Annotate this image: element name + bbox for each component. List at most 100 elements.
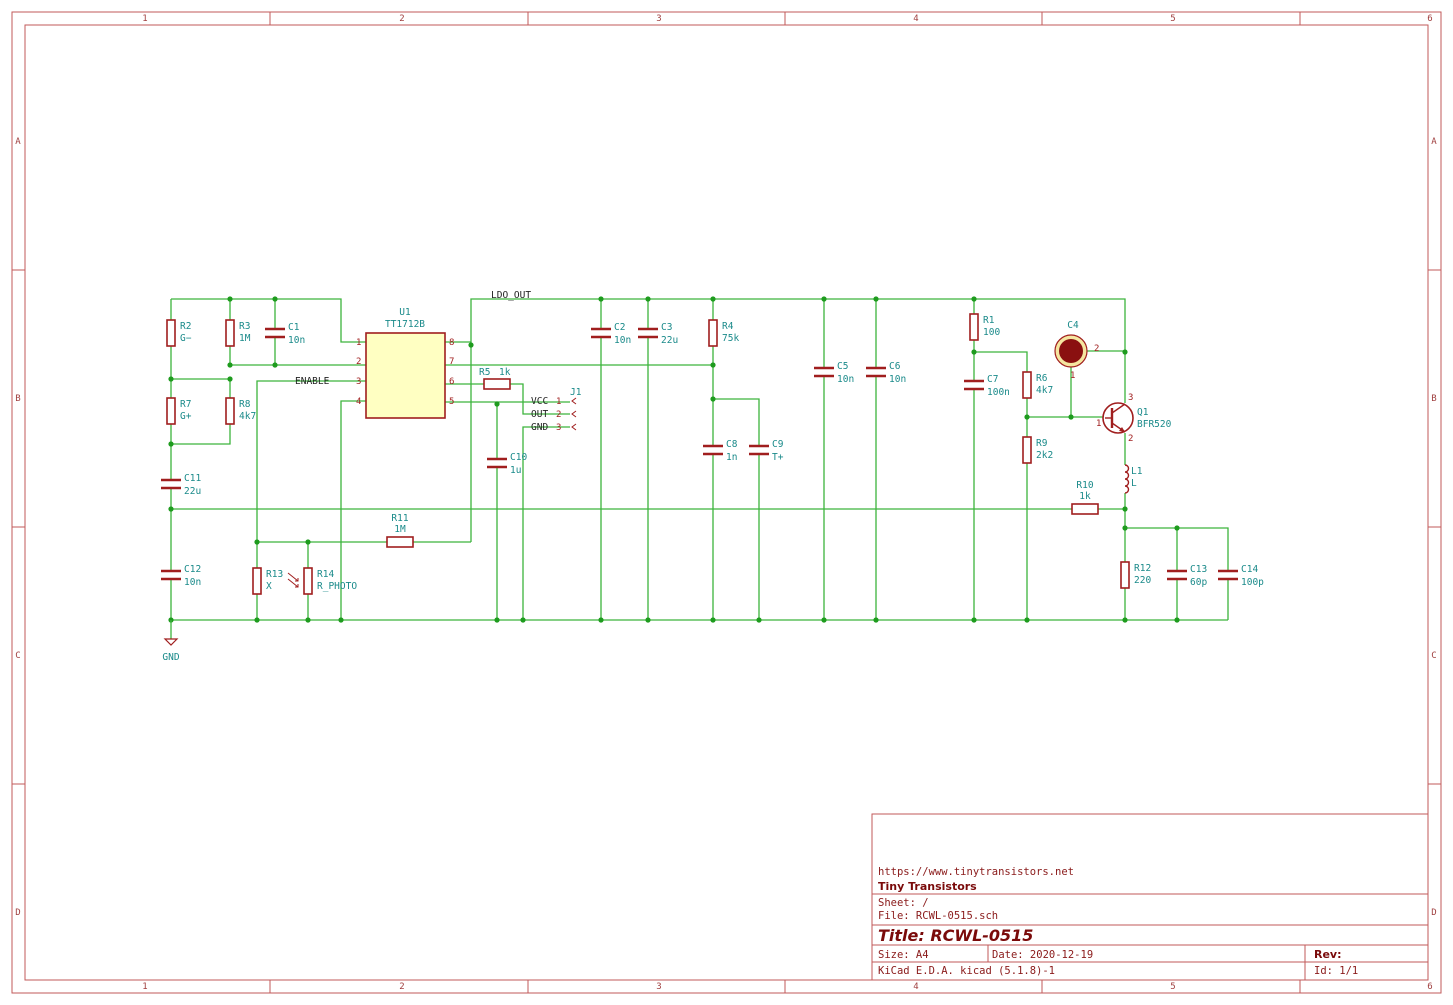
sheet-frame [11,11,1442,994]
frame-row-label: C [1431,651,1436,661]
junction-dot [272,362,278,368]
resistor-r7[interactable]: R7G+ [166,397,192,425]
resistor-body [166,319,176,347]
junction-dot [168,376,174,382]
c4-pin-1: 1 [1070,371,1075,381]
q1-pin-1: 1 [1096,419,1101,429]
c13-ref: C13 [1190,564,1207,575]
resistor-body [225,319,235,347]
c6-value: 10n [889,374,906,385]
c3-value: 22u [661,335,678,346]
junction-dot [1122,506,1128,512]
u1-pin-2: 2 [356,357,361,367]
r12-value: 220 [1134,575,1151,586]
resistor-body [1022,371,1032,399]
junction-dot [254,617,260,623]
capacitor-c9[interactable]: C9T+ [748,439,784,463]
junction-dot [1122,525,1128,531]
transistor-q1[interactable]: 1 2 3 Q1 BFR520 [1096,393,1172,444]
junction-dot [494,617,500,623]
resistor-r5[interactable]: R5 1k [479,367,511,390]
r5-value: 1k [499,367,511,378]
u1-pin-6: 6 [449,377,454,387]
junction-dot [168,441,174,447]
u1-pin-8: 8 [449,338,454,348]
components: R2G−R31MC110nR7G+R84k7C1122uC1210nR13XR1… [160,313,1264,595]
resistor-body [1120,561,1130,589]
frame-column-label: 1 [142,982,147,992]
junction-dot [227,362,233,368]
junction-dot [305,617,311,623]
q1-pin-2: 2 [1128,434,1133,444]
junction-dot [971,296,977,302]
q1-pin-3: 3 [1128,393,1133,403]
j1-pin-name-vcc: VCC [531,396,548,407]
capacitor-c14[interactable]: C14 100p [1217,564,1264,588]
connector-j1[interactable]: J1 VCC 1 OUT 2 GND 3 [531,387,582,433]
inductor-l1[interactable]: L1L [1121,464,1143,494]
c14-ref: C14 [1241,564,1258,575]
gnd-symbol: GND [162,620,180,663]
c10-ref: C10 [510,452,527,463]
l1-ref: L1 [1131,466,1143,477]
r13-ref: R13 [266,569,283,580]
q1-value: BFR520 [1137,419,1172,430]
frame-column-label: 3 [656,14,661,24]
tb-size: Size: A4 [878,949,929,961]
c6-ref: C6 [889,361,901,372]
capacitor-gap [160,572,182,578]
frame-row-label: A [1431,137,1437,147]
frame-row-label: B [1431,394,1436,404]
c14-value: 100p [1241,577,1264,588]
r10-ref: R10 [1076,480,1093,491]
r5-ref: R5 [479,367,490,378]
u1-pin-1: 1 [356,338,361,348]
l1-value: L [1131,478,1137,489]
c2-ref: C2 [614,322,625,333]
c5-ref: C5 [837,361,848,372]
capacitor-gap [1217,572,1239,578]
r6-ref: R6 [1036,373,1048,384]
sensor-c4[interactable]: C4 1 2 [1054,320,1099,381]
junction-dot [338,617,344,623]
junction-dot [468,342,474,348]
junction-dot [1024,617,1030,623]
u1-value: TT1712B [385,319,425,330]
inductor-coil [1124,464,1130,494]
title-block: https://www.tinytransistors.net Tiny Tra… [871,813,1429,981]
net-label-ldo-out: LDO_OUT [491,290,531,301]
ic-u1[interactable]: U1 TT1712B 1 2 3 4 5 6 7 8 [356,307,454,419]
r7-ref: R7 [180,399,191,410]
capacitor-gap [702,447,724,453]
junction-dot [1174,525,1180,531]
tb-company: Tiny Transistors [878,880,977,893]
resistor-r2[interactable]: R2G− [166,319,192,347]
c11-ref: C11 [184,473,201,484]
r10-value: 1k [1079,491,1091,502]
capacitor-gap [160,481,182,487]
c8-value: 1n [726,452,737,463]
